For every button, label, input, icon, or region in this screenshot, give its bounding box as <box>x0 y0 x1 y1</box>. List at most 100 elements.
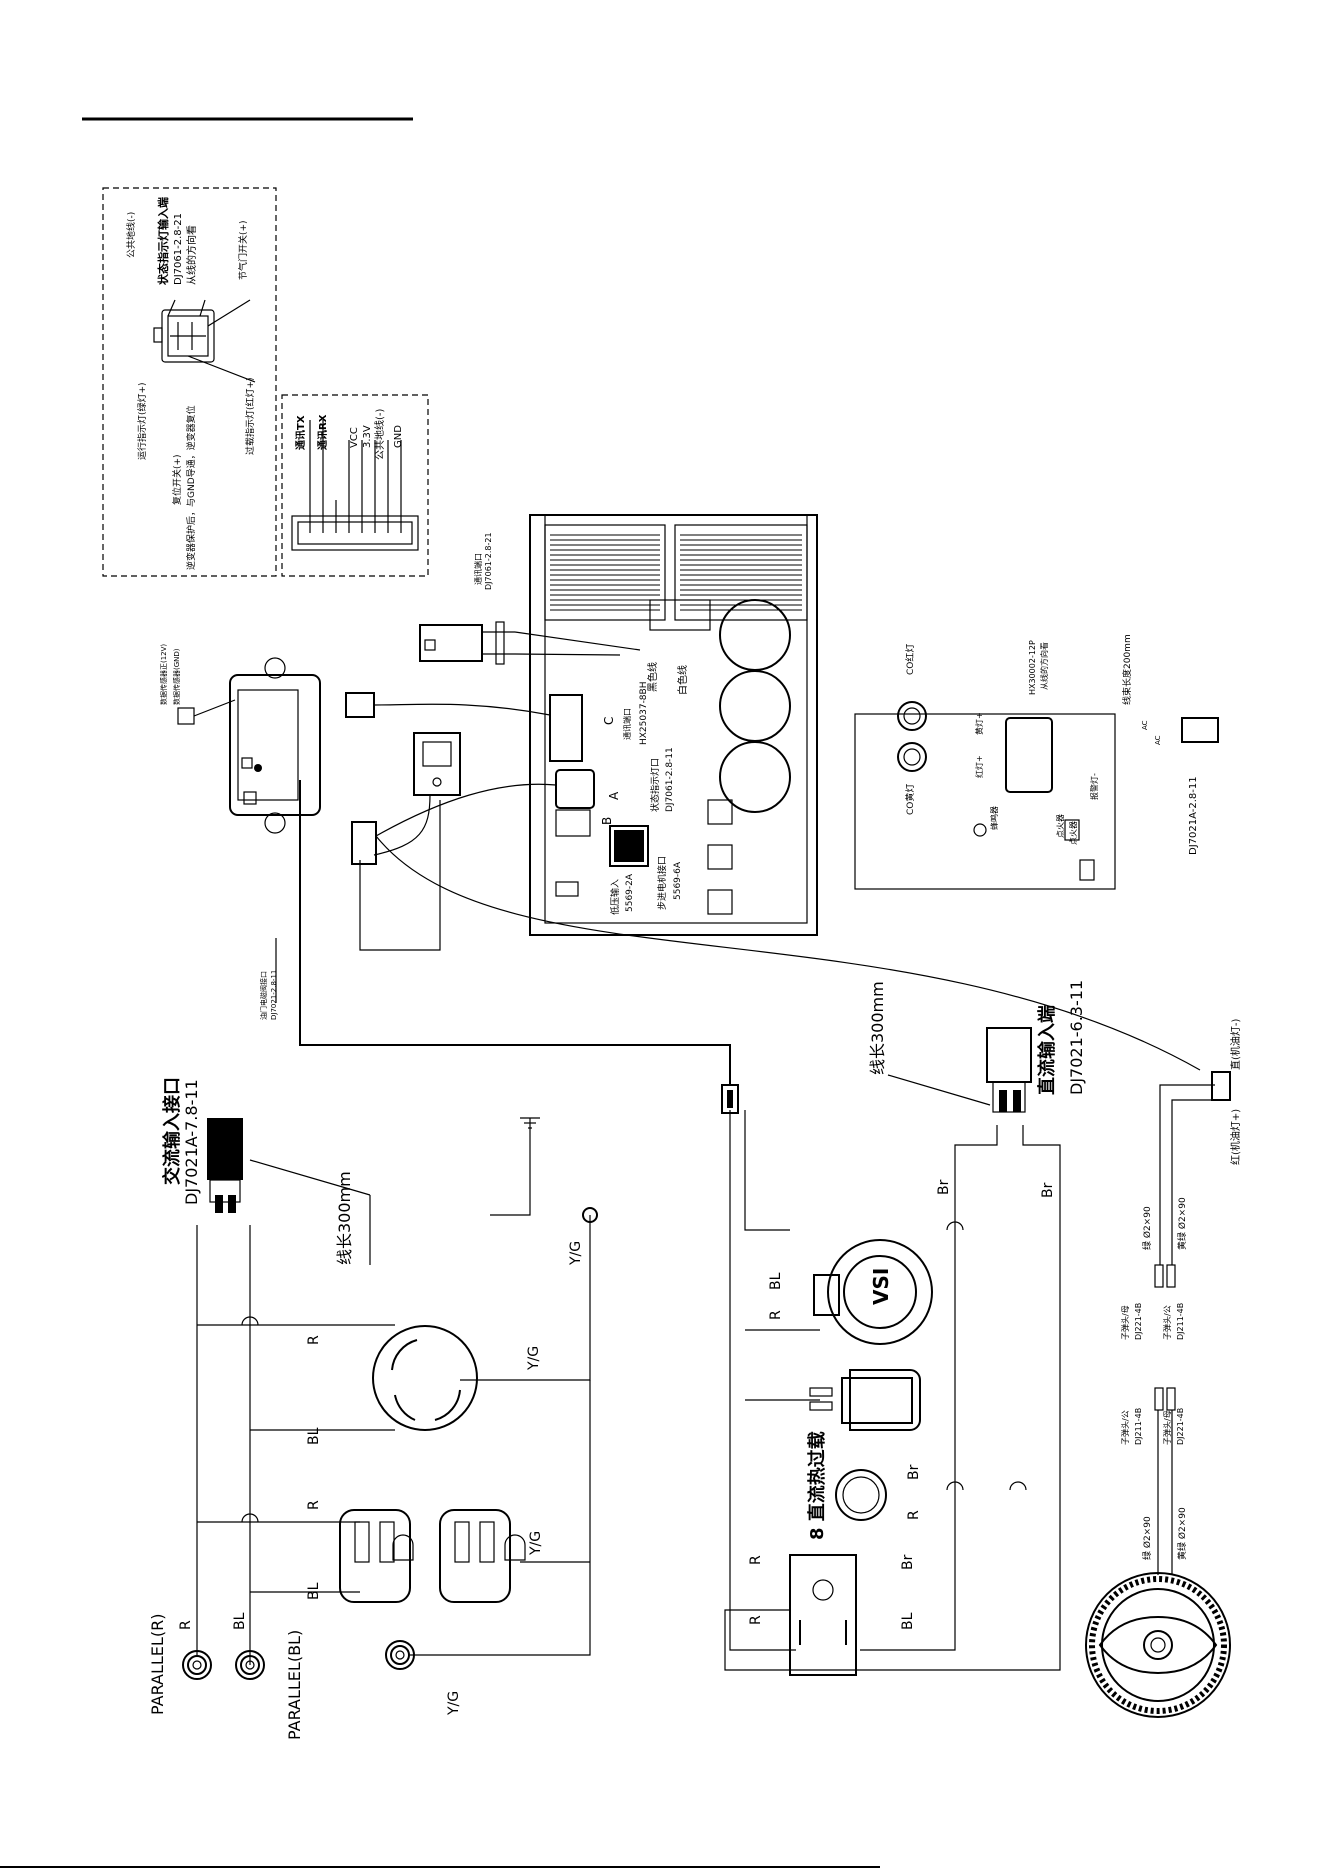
fire-label: 点火器 <box>1056 814 1065 838</box>
buzzer-label: 蜂鸣器 <box>989 806 999 830</box>
pilot-lamp-plus: 红(机油灯+) <box>1229 1109 1242 1165</box>
comm-port-panel: 通讯TX 通讯RX VCC 3.3V 公共地线(-) GND <box>281 394 429 577</box>
wire-br: Br <box>936 1179 952 1195</box>
v33-label: 3.3V <box>362 425 373 448</box>
rocker-switch <box>413 732 461 796</box>
relay-connector <box>351 821 377 865</box>
conn-b-label: B <box>600 817 614 825</box>
breaker-label: 8 直流热过载 <box>806 1431 828 1540</box>
wire-yg: Y/G <box>528 1531 544 1556</box>
fuel-yellow-label: 黄绿 Ø2×90 <box>1176 1507 1188 1560</box>
usb-socket <box>809 1369 921 1431</box>
fuel-m2b: DJ221-4B <box>1176 1408 1185 1445</box>
fuel-m1b: DJ211-4B <box>1134 1408 1143 1445</box>
wires <box>196 703 1215 1671</box>
white-wire-label: 白色线 <box>676 665 689 695</box>
co-length: 线束长度200mm <box>1121 634 1133 705</box>
pilot-labels: 绿 Ø2×90 黄绿 Ø2×90 子弹头/母 DJ221-4B 子弹头/公 DJ… <box>1120 1197 1188 1340</box>
fuel-gauge <box>1085 1572 1231 1718</box>
conn-c-label: C <box>602 717 616 725</box>
status-part-label: DJ7061-2.8-21 <box>173 213 184 285</box>
wire-bl: BL <box>306 1582 322 1600</box>
pilot-f2b: DJ211-4B <box>1176 1303 1185 1340</box>
stepper-name: 步进电机接口 <box>656 856 668 910</box>
ground-icon <box>520 1117 540 1130</box>
status-input-label: 状态指示灯输入端 <box>156 197 170 285</box>
wire-r: R <box>748 1615 764 1625</box>
wire-bl: BL <box>306 1427 322 1445</box>
yellow-plus-label: 黄灯+ <box>974 712 984 735</box>
svg-text:VSI: VSI <box>869 1268 893 1305</box>
comm-plug <box>419 621 641 665</box>
connector-c <box>549 694 583 762</box>
dc-plug <box>721 1084 739 1114</box>
ac-connector <box>1181 717 1219 743</box>
comm-tx-label: 通讯TX <box>294 415 307 450</box>
red-plus-label: 红灯+ <box>974 755 984 778</box>
throttle-port-label: 油门电磁阀接口 <box>259 971 268 1020</box>
vcc-label: VCC <box>349 427 360 448</box>
control-module: 数据传感器正(12V) 数据传感器(GND) <box>159 644 321 834</box>
dc-input-title: 直流输入端 <box>1036 1005 1058 1095</box>
potentiometer <box>707 889 733 915</box>
sensor-connector <box>177 707 195 725</box>
board-comm-port-part: DJ7061-2.8-21 <box>484 532 493 590</box>
stepper-port <box>609 825 649 867</box>
potentiometer <box>707 844 733 870</box>
wire-r-breaker: R <box>748 1555 764 1565</box>
pilot-f1b: DJ221-4B <box>1134 1303 1143 1340</box>
conn-c-name: 通讯端口 <box>622 708 632 740</box>
ground-terminal <box>582 1207 598 1223</box>
inverter-board: 通讯端口 DJ7061-2.8-21 黑色线 白色线 C 通讯端口 HX2503… <box>473 514 818 936</box>
wire-yg-ground: Y/G <box>568 1241 584 1266</box>
dc-input-connector: 直流输入端 DJ7021-6.3-11 线长300mm <box>868 980 1086 1113</box>
reset-switch-label: 复位开关(+) <box>171 454 183 505</box>
pilot-f2a: 子弹头/公 <box>1162 1305 1172 1340</box>
alarm-minus-label: 报警灯- <box>1089 773 1099 800</box>
connector-b <box>555 809 591 837</box>
comm-rx-label: 通讯RX <box>316 414 329 450</box>
fuel-labels: 子弹头/公 DJ211-4B 子弹头/母 DJ221-4B 绿 Ø2×90 黄绿… <box>1120 1408 1188 1560</box>
pilot-connector: 直(机油灯-) 红(机油灯+) <box>1211 1018 1242 1165</box>
conn-c-part: HX25037-8BH <box>639 682 649 745</box>
ac-input-length: 线长300mm <box>335 1171 354 1265</box>
wire-bl-dc: BL <box>768 1272 784 1290</box>
aux-connector <box>345 692 375 718</box>
parallel-terminal-r <box>182 1650 212 1680</box>
duplex-outlet <box>339 1509 414 1603</box>
potentiometer <box>707 799 733 825</box>
parallel-r-label: PARALLEL(R) <box>148 1614 167 1715</box>
ground-terminal <box>385 1640 415 1670</box>
fuel-m1a: 子弹头/公 <box>1120 1410 1130 1445</box>
ac-input-title: 交流输入接口 <box>161 1077 183 1185</box>
wire-br-breaker: Br <box>900 1554 916 1570</box>
twist-lock-outlet <box>372 1325 478 1431</box>
dc-socket: VSI <box>813 1239 933 1345</box>
throttle-switch-label: 节气门开关(+) <box>237 220 249 280</box>
common-ground-label: 公共地线(-) <box>125 212 137 258</box>
wire-bl-breaker: BL <box>900 1612 916 1630</box>
co-yellow-lamp <box>897 742 927 772</box>
duplex-outlet <box>439 1509 526 1603</box>
co-part-label: DJ7021A-2.8-11 <box>1188 776 1199 855</box>
wire-yg: Y/G <box>446 1691 462 1716</box>
pilot-f1a: 子弹头/母 <box>1120 1305 1130 1340</box>
co-conn-dir: 从线的方向看 <box>1039 642 1049 690</box>
lv-input-name: 低压输入 <box>609 879 621 915</box>
pilot-green-label: 绿 Ø2×90 <box>1141 1206 1153 1250</box>
wire-r-overload: R <box>906 1510 922 1520</box>
conn-a-label: A <box>607 791 621 800</box>
dc-input-part: DJ7021-6.3-11 <box>1067 980 1086 1095</box>
comm-ground-label: 公共地线(-) <box>373 408 386 460</box>
wire-r-dc: R <box>768 1310 784 1320</box>
pilot-lamp-minus: 直(机油灯-) <box>1229 1018 1242 1070</box>
low-voltage-input <box>555 881 579 897</box>
co-red-lamp <box>897 701 927 731</box>
wire-bl-parallel: BL <box>232 1612 248 1630</box>
overload-breaker <box>835 1469 887 1521</box>
sensor-line1-label: 数据传感器正(12V) <box>159 644 168 705</box>
ac1-label: AC <box>1141 720 1149 730</box>
dc-protector <box>789 1554 857 1676</box>
ac-input-part: DJ7021A-7.8-11 <box>182 1079 201 1205</box>
wire-yg: Y/G <box>526 1346 542 1371</box>
